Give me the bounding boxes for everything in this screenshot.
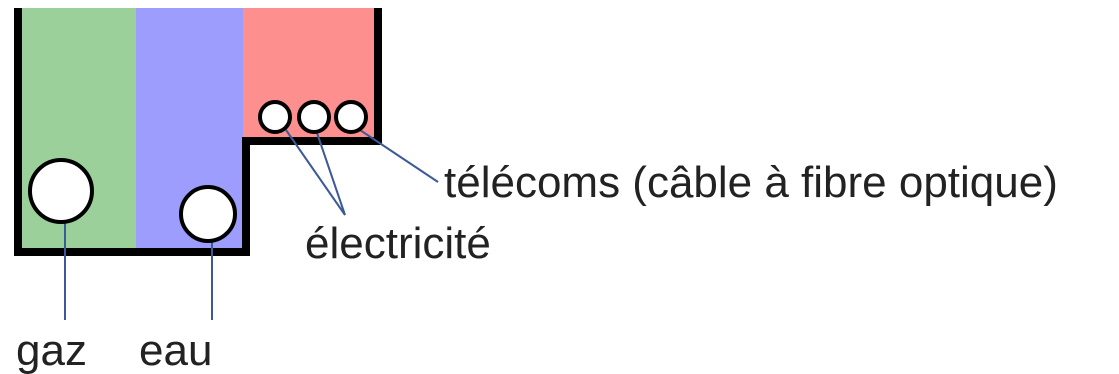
gas-pipe bbox=[28, 158, 94, 224]
electricity-leader-line-1 bbox=[285, 129, 346, 216]
electric-cable-2 bbox=[297, 100, 331, 134]
water-pipe bbox=[179, 185, 237, 243]
telecom-leader-line bbox=[359, 129, 439, 183]
electric-cable-1 bbox=[258, 100, 292, 134]
telecom-fiber-cable bbox=[334, 100, 368, 134]
electricity-leader-line-2 bbox=[315, 129, 346, 216]
trench-outline bbox=[14, 8, 382, 256]
gas-label: gaz bbox=[16, 326, 87, 374]
water-label: eau bbox=[139, 326, 212, 374]
telecom-label: télécoms (câble à fibre optique) bbox=[444, 158, 1058, 207]
electricity-label: électricité bbox=[305, 219, 491, 268]
